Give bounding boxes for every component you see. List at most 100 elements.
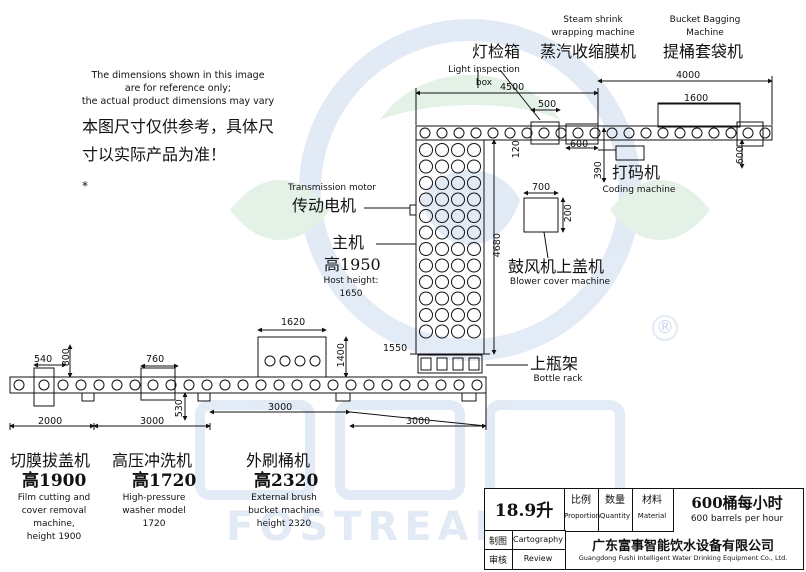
title-draw-en: Cartography [513,535,563,544]
dim-4680: 4680 [491,233,503,258]
host-container [419,159,433,174]
bottle-rack-slot [452,357,464,371]
host-container [451,159,465,174]
host-container [435,209,449,223]
wash-label-cn: 高压冲洗机 [112,451,193,470]
dim-530: 530 [173,399,185,418]
dim-200: 200 [562,204,574,223]
bottle-rack-slot [420,357,432,371]
host-container [419,176,433,190]
main-label-en2: 1650 [339,289,363,299]
note-en-line3: the actual product dimensions may vary [81,96,275,107]
host-container [467,258,481,273]
bottom-rollers [13,379,483,391]
brush-height: 高2320 [254,471,319,491]
bucket-label-en1: Bucket Bagging [669,15,741,25]
host-container [467,324,481,339]
steam-label-en2: wrapping machine [551,28,635,38]
host-container [451,209,465,223]
bottle-rack-slot [436,357,448,371]
light-label-cn: 灯检箱 [472,42,521,61]
host-container [435,291,449,306]
steam-label-en1: Steam shrink [563,15,623,25]
host-container [435,308,449,322]
host-container [467,209,481,223]
note-cn-line1: 本图尺寸仅供参考，具体尺 [82,117,275,136]
dim-1620: 1620 [281,317,306,328]
host-container [451,192,465,207]
host-container [451,143,465,157]
host-container [419,209,433,223]
host-container [467,143,481,157]
host-container [467,192,481,207]
host-container [451,242,465,256]
top-conveyor [415,125,773,141]
title-company-en: Guangdong Fushi Intelligent Water Drinki… [578,554,788,562]
host-container [435,225,449,240]
title-qty-en: Quantity [599,512,631,520]
host-container [467,176,481,190]
host-container [451,225,465,240]
dim-540: 540 [34,354,53,365]
note-star: * [82,179,88,193]
wash-label-en1: High-pressure [122,493,186,503]
dim-760: 760 [146,354,165,365]
host-container [467,308,481,322]
main-label-en1: Host height: [323,276,379,286]
note-en-line1: The dimensions shown in this image [91,70,265,81]
dim-3000b: 3000 [268,402,293,413]
watermark-brand: FOSTREAM [226,504,521,550]
dim-500: 500 [538,99,557,110]
host-container [419,324,433,339]
host-container [467,291,481,306]
host-container [419,275,433,289]
title-ratio-en: Proportion [564,512,601,520]
host-container [435,258,449,273]
cut-label-en1: Film cutting and [17,493,91,503]
bottle-rack-slot [468,357,480,371]
wash-label-en2: washer model [122,506,186,516]
host-container [467,242,481,256]
bucket-label-en2: Machine [686,28,724,38]
steam-label-cn: 蒸汽收缩膜机 [540,42,637,61]
wash-label-en3: 1720 [142,519,166,529]
note-en-line2: are for reference only; [124,83,232,94]
dim-390: 390 [592,161,604,180]
host-container-grid [419,143,481,371]
bagging-machine-outline [657,102,741,128]
brush-label-en1: External brush [251,493,317,503]
host-container [419,242,433,256]
host-container [451,291,465,306]
dim-700: 700 [532,182,551,193]
dim-1400: 1400 [335,343,347,368]
coding-label-en: Coding machine [602,185,676,195]
title-capacity-en: 600 barrels per hour [690,514,784,524]
motor-label-en: Transmission motor [287,183,376,193]
cut-label-en3: machine, [33,519,75,529]
blower-outline [523,197,559,233]
host-container [419,258,433,273]
bottle-rack-outline [417,354,483,374]
title-review-cn: 审核 [488,556,507,566]
dim-3000a: 3000 [140,416,165,427]
host-container [419,225,433,240]
dim-1550: 1550 [383,343,408,354]
brush-label-cn: 外刷桶机 [246,451,311,470]
dim-800: 800 [60,348,72,367]
cut-machine-outline [33,367,55,407]
host-container [451,258,465,273]
dim-120: 120 [510,140,522,159]
blower-label-cn: 鼓风机上盖机 [508,257,605,276]
host-container [419,192,433,207]
title-qty-cn: 数量 [605,495,625,506]
title-area: 18.9升 [494,501,554,521]
dim-1600: 1600 [684,93,709,104]
note-cn-line2: 寸以实际产品为准！ [82,145,227,164]
host-container [451,275,465,289]
coding-machine-outline [615,145,645,161]
dim-2000: 2000 [38,416,63,427]
light-label-en2: box [475,78,493,88]
dim-600b: 600 [734,146,746,165]
host-container [467,159,481,174]
host-container [419,291,433,306]
